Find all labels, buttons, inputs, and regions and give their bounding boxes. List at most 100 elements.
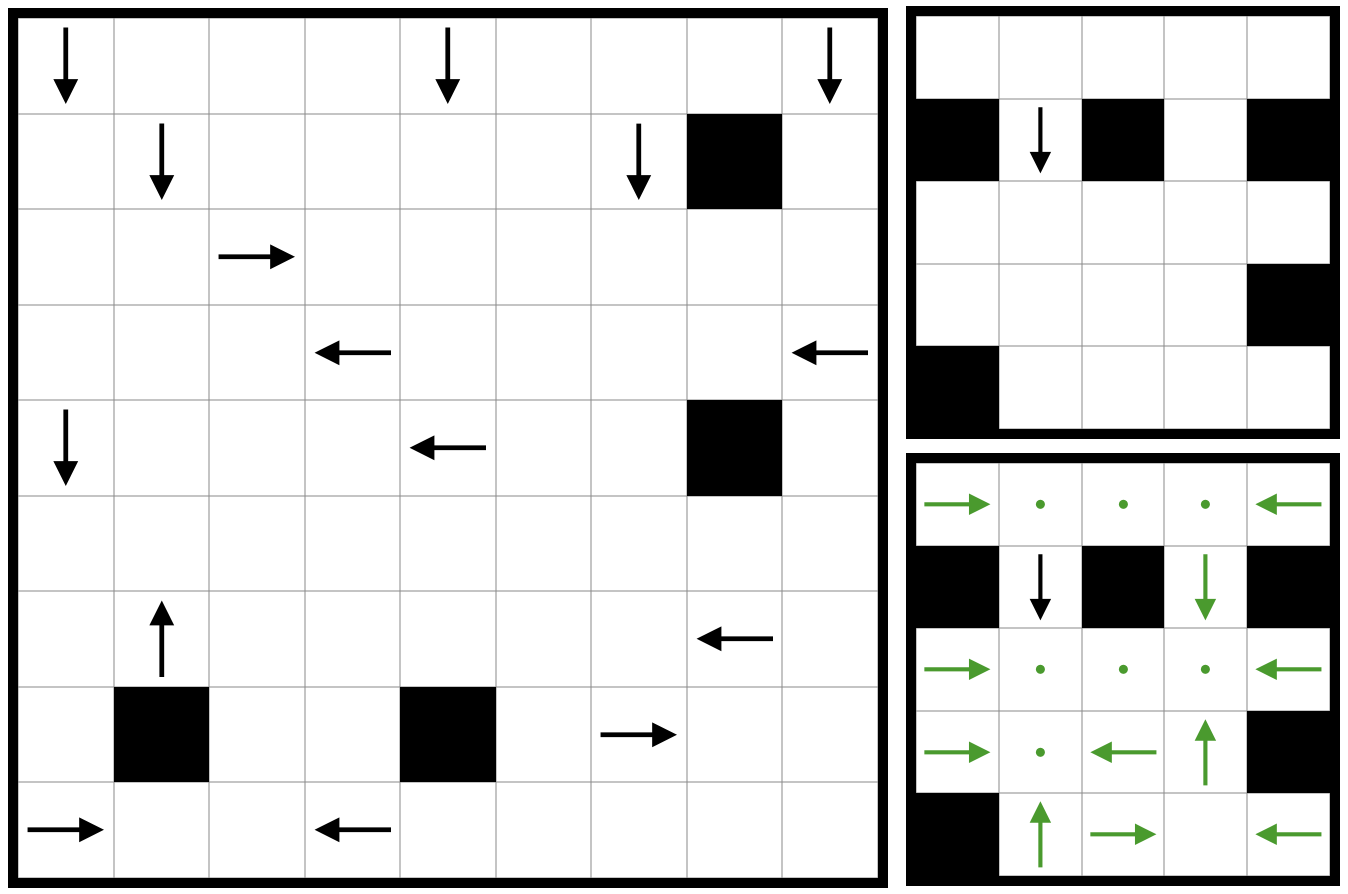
grid-cell-arrow: [998, 98, 1082, 182]
grid-cell-arrow: [916, 628, 999, 711]
grid-cell-arrow: [998, 545, 1082, 629]
grid-cell-arrow: [1081, 793, 1165, 876]
grid-cell: [304, 113, 401, 210]
grid-cell: [400, 591, 496, 687]
wall-cell: [916, 346, 999, 429]
right-arrow-icon: [218, 244, 296, 270]
grid-cell: [782, 209, 878, 305]
grid-cell: [209, 18, 305, 114]
green-right-arrow-icon: [924, 741, 991, 763]
grid-cell: [304, 18, 401, 114]
down-arrow-icon: [626, 123, 652, 200]
green-left-arrow-icon: [1255, 658, 1322, 681]
grid-cell-dot: [1081, 628, 1165, 711]
grid-cell-arrow: [782, 304, 878, 401]
grid-cell: [18, 686, 114, 783]
grid-cell: [304, 686, 401, 783]
grid-cell-arrow: [18, 782, 114, 878]
grid-cell-arrow: [113, 113, 210, 210]
example-puzzle-grid: [906, 6, 1340, 439]
grid-cell: [591, 591, 687, 687]
grid-cell-dot: [998, 628, 1082, 711]
grid-cell-arrow: [916, 463, 999, 546]
green-dot-icon: [1118, 499, 1128, 509]
grid-cell: [209, 686, 305, 783]
wall-cell: [1247, 710, 1330, 794]
grid-cell: [18, 495, 114, 592]
grid-cell: [686, 304, 783, 401]
grid-cell: [18, 304, 114, 401]
grid-cell-arrow: [304, 304, 401, 401]
wall-cell: [1247, 263, 1330, 347]
grid-cell: [1164, 98, 1248, 182]
grid-cell-dot: [998, 463, 1082, 546]
green-dot-icon: [1035, 499, 1045, 509]
grid-cell-dot: [998, 710, 1082, 794]
wall-cell: [1081, 98, 1165, 182]
grid-cell: [113, 782, 210, 878]
grid-cell: [495, 782, 592, 878]
grid-cell: [686, 495, 783, 592]
right-arrow-icon: [27, 817, 104, 843]
grid-cell-arrow: [209, 209, 305, 305]
green-dot-icon: [1201, 499, 1211, 509]
grid-cell: [400, 304, 496, 401]
wall-cell: [1247, 545, 1330, 629]
down-arrow-icon: [1029, 106, 1051, 173]
grid-cell: [113, 495, 210, 592]
grid-cell: [495, 209, 592, 305]
grid-cell: [209, 304, 305, 401]
grid-cell: [209, 400, 305, 496]
wall-cell: [1081, 545, 1165, 629]
grid-cell: [998, 263, 1082, 347]
grid-cell: [304, 495, 401, 592]
green-up-arrow-icon: [1195, 719, 1217, 786]
grid-cell: [686, 686, 783, 783]
green-dot-icon: [1201, 664, 1211, 675]
grid-cell: [782, 400, 878, 496]
green-down-arrow-icon: [1195, 553, 1217, 620]
grid-cell: [916, 263, 999, 347]
grid-cell-arrow: [18, 18, 114, 114]
grid-cell: [209, 495, 305, 592]
grid-cell: [782, 495, 878, 592]
up-arrow-icon: [148, 600, 174, 678]
wall-cell: [916, 98, 999, 182]
grid-cell-arrow: [1247, 628, 1330, 711]
green-right-arrow-icon: [1089, 823, 1157, 846]
grid-cell: [1081, 263, 1165, 347]
wall-cell: [916, 545, 999, 629]
grid-cell-arrow: [1164, 545, 1248, 629]
green-dot-icon: [1035, 747, 1045, 757]
grid-cell: [209, 113, 305, 210]
grid-cell-arrow: [304, 782, 401, 878]
down-arrow-icon: [817, 27, 843, 104]
grid-cell: [998, 346, 1082, 429]
grid-cell: [113, 400, 210, 496]
wall-cell: [1247, 98, 1330, 182]
grid-cell: [1247, 181, 1330, 264]
grid-cell-arrow: [1081, 710, 1165, 794]
left-arrow-icon: [314, 817, 391, 843]
main-puzzle-grid: [8, 8, 888, 888]
grid-cell: [1247, 16, 1330, 99]
grid-cell-arrow: [113, 591, 210, 687]
grid-cell: [113, 304, 210, 401]
grid-cell-arrow: [782, 18, 878, 114]
wall-cell: [916, 793, 999, 876]
grid-cell: [495, 495, 592, 592]
grid-cell-arrow: [686, 591, 783, 687]
grid-cell-arrow: [998, 793, 1082, 876]
grid-cell: [1081, 346, 1165, 429]
right-arrow-icon: [600, 722, 678, 748]
grid-cell-arrow: [591, 686, 687, 783]
grid-cell-arrow: [1247, 793, 1330, 876]
wall-cell: [113, 686, 210, 783]
grid-cell-arrow: [18, 400, 114, 496]
green-left-arrow-icon: [1255, 823, 1322, 846]
grid-cell: [686, 209, 783, 305]
down-arrow-icon: [148, 123, 174, 200]
grid-cell: [1164, 346, 1248, 429]
grid-cell: [686, 782, 783, 878]
example-solution-grid: [906, 453, 1340, 886]
